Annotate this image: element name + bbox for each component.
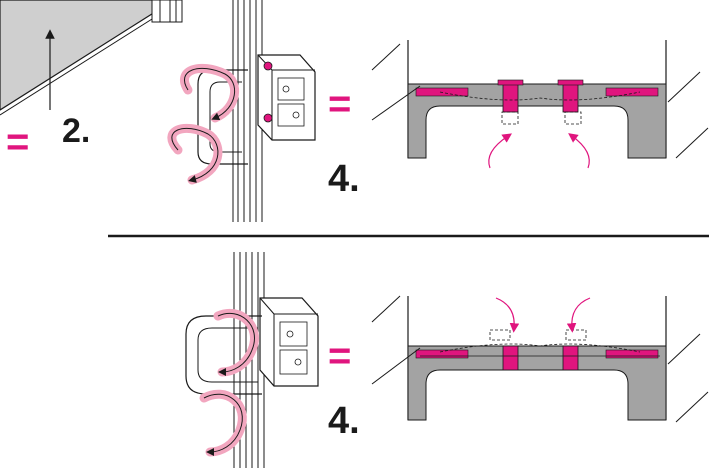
upright-post-top (232, 0, 263, 222)
step-label-4-bottom: 4. (328, 400, 360, 442)
hinge-plate-bottom (259, 297, 319, 387)
step-label-2: 2. (62, 112, 91, 150)
insert-arrow-icon (568, 133, 590, 169)
wall-panel-illustration (0, 0, 183, 116)
cross-section-bottom (371, 295, 709, 423)
insert-arrow-icon (495, 297, 520, 333)
equals-sign-bottom: = (328, 334, 352, 378)
cross-section-top (371, 40, 709, 169)
equals-sign-top-left: = (6, 120, 30, 164)
equals-sign-top: = (328, 82, 352, 126)
handle-outline-bottom (185, 315, 262, 395)
insert-arrow-icon (566, 297, 591, 333)
step-label-4-top: 4. (328, 158, 360, 200)
insert-arrow-icon (488, 133, 512, 169)
hinge-plate-top (257, 54, 316, 141)
